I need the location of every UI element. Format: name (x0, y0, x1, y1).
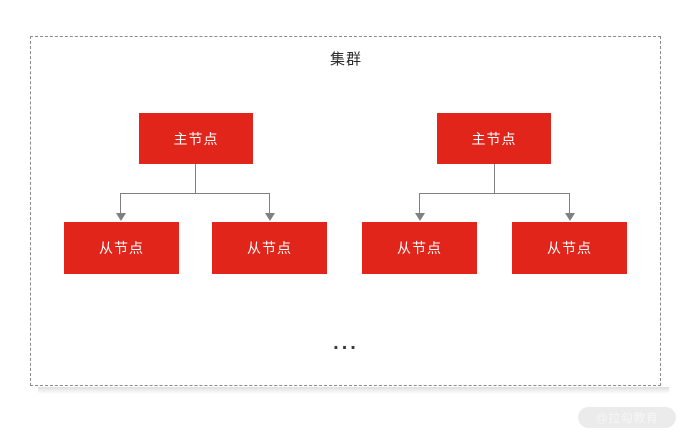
node-master-right[interactable]: 主节点 (437, 113, 551, 164)
edge-right-master-stem (494, 164, 495, 193)
cluster-frame-shadow (38, 387, 669, 394)
edge-right-drop-2 (569, 193, 570, 215)
cluster-title: 集群 (329, 51, 362, 68)
node-label: 主节点 (173, 130, 219, 147)
node-label: 从节点 (247, 240, 292, 256)
node-slave-left-2[interactable]: 从节点 (212, 222, 327, 274)
edge-right-bus (419, 193, 569, 194)
edge-left-master-stem (195, 164, 196, 193)
watermark-badge: @拉勾教育 (578, 407, 676, 428)
cluster-boundary (30, 36, 661, 386)
edge-left-bus (120, 193, 270, 194)
arrowhead-left-slave-2 (265, 213, 275, 221)
node-label: 从节点 (99, 240, 144, 256)
edge-right-drop-1 (419, 193, 420, 215)
node-slave-right-2[interactable]: 从节点 (512, 222, 627, 274)
arrowhead-right-slave-1 (415, 213, 425, 221)
edge-left-drop-2 (269, 193, 270, 215)
arrowhead-right-slave-2 (565, 213, 575, 221)
arrowhead-left-slave-1 (116, 213, 126, 221)
node-label: 从节点 (397, 240, 442, 256)
node-label: 从节点 (547, 240, 592, 256)
node-slave-right-1[interactable]: 从节点 (362, 222, 477, 274)
node-slave-left-1[interactable]: 从节点 (64, 222, 179, 274)
edge-left-drop-1 (120, 193, 121, 215)
more-groups-ellipsis: ... (333, 332, 359, 354)
node-master-left[interactable]: 主节点 (139, 113, 253, 164)
node-label: 主节点 (471, 130, 517, 147)
